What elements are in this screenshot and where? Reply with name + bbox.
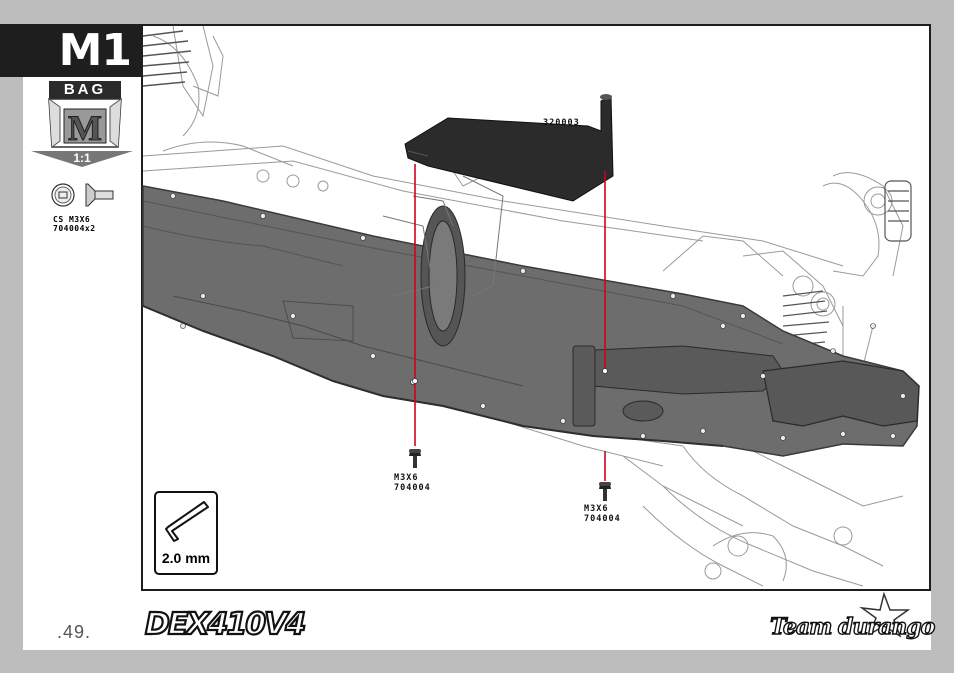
team-durango-logo: Team durango (769, 591, 936, 641)
bracket-part-number: 320003 (543, 118, 580, 128)
screw-right-name: M3X6 (584, 504, 609, 514)
screw-right-label: M3X6 704004 (584, 504, 621, 524)
screw-right-part: 704004 (584, 514, 621, 524)
assembly-illustration-frame (141, 24, 931, 591)
servo-bracket-part (404, 94, 614, 202)
bag-icon: M (48, 98, 122, 149)
screw-left (409, 449, 421, 468)
hardware-name: CS M3X6 (53, 215, 91, 224)
team-durango-logo-text: Team durango (770, 614, 935, 640)
screw-side-icon (85, 183, 114, 207)
page-number: .49. (57, 622, 92, 642)
chassis-illustration (142, 25, 920, 587)
screw-left-label: M3X6 704004 (394, 473, 431, 493)
tool-size-label: 2.0 mm (161, 550, 211, 566)
screw-left-part: 704004 (394, 483, 431, 493)
scale-label: 1:1 (73, 151, 91, 165)
dex410-logo-text: DEX410V4 (145, 607, 305, 642)
bag-label: BAG (49, 81, 121, 99)
step-code: M1 (0, 24, 141, 77)
scale-arrow-badge (31, 151, 133, 167)
screw-left-name: M3X6 (394, 473, 419, 483)
screw-head-icon (51, 183, 75, 207)
hardware-label: CS M3X6 704004x2 (53, 215, 96, 233)
bag-letter: M (68, 108, 102, 148)
hex-key-icon (165, 501, 209, 542)
screw-right (599, 482, 611, 501)
dex410-logo: DEX410V4 (144, 606, 309, 643)
screw-icons (51, 183, 114, 207)
hardware-part-number: 704004x2 (53, 224, 96, 233)
tool-box (154, 491, 218, 575)
